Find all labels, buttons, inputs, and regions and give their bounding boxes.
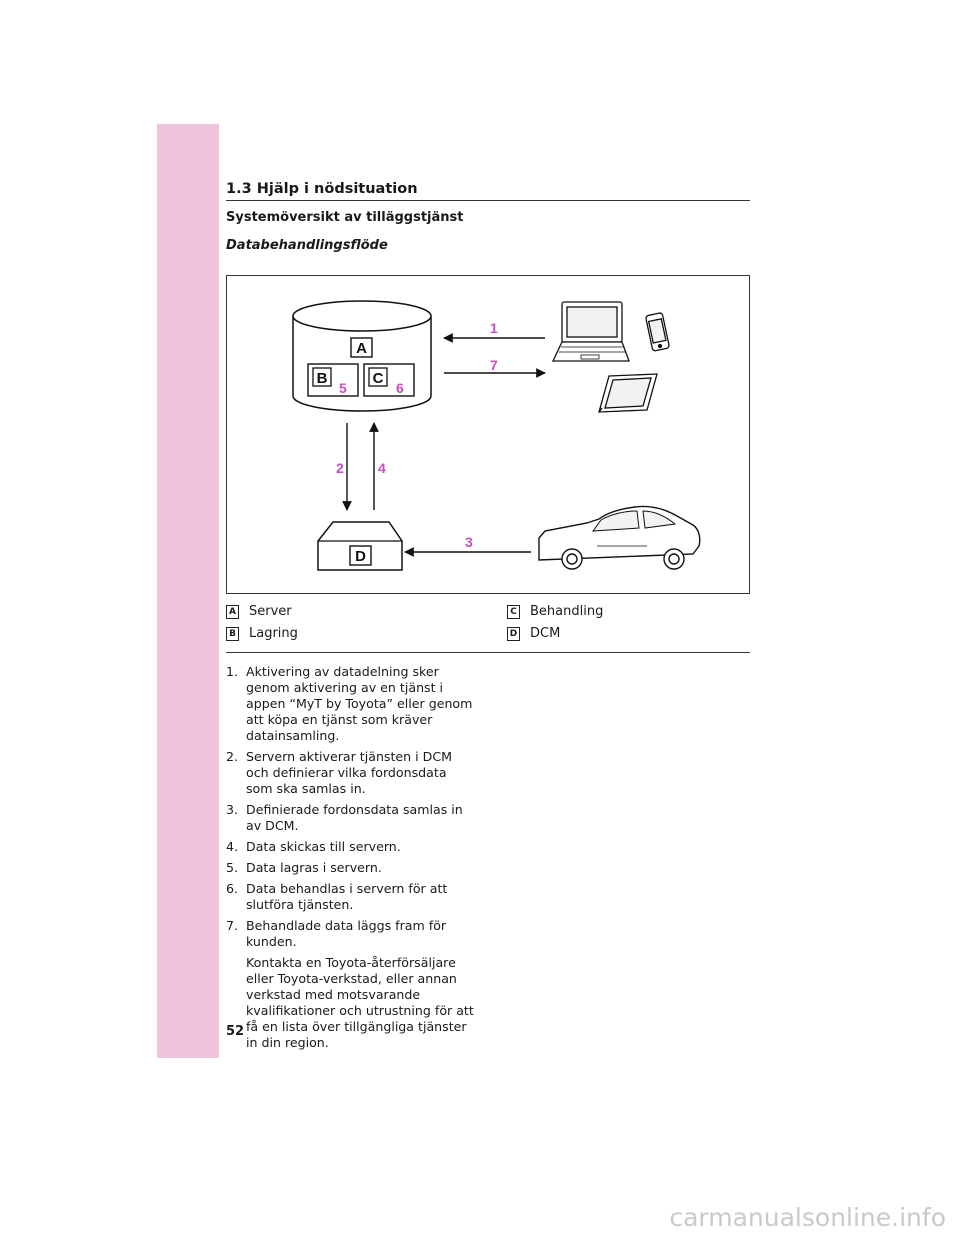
legend-label-processing: Behandling: [530, 604, 604, 619]
step-list: 1. Aktivering av datadelning sker genom a…: [226, 664, 476, 1051]
step-text: Definierade fordonsdata samlas in av DCM…: [246, 802, 463, 833]
step-marker-2: 2: [336, 460, 344, 476]
step-number: 3.: [226, 802, 239, 817]
legend-item-dcm: D DCM: [507, 626, 560, 641]
list-item: 6. Data behandlas i servern för att slutf…: [226, 881, 476, 913]
step-text: Data lagras i servern.: [246, 860, 382, 875]
box-c-processing: C: [363, 363, 415, 397]
legend-key-b: B: [226, 626, 239, 641]
step-text: Data behandlas i servern för att slutför…: [246, 881, 448, 912]
step-marker-6: 6: [396, 380, 404, 396]
page-number: 52: [226, 1024, 245, 1039]
car-icon: [538, 505, 701, 570]
tablet-icon: [598, 373, 658, 413]
step-marker-5: 5: [339, 380, 347, 396]
diagram-svg: A B C 1 7 5 6 2 4 3: [292, 300, 701, 571]
legend-item-processing: C Behandling: [507, 604, 603, 619]
label-d: D: [355, 548, 366, 565]
legend-key-a: A: [226, 604, 239, 619]
step-number: 4.: [226, 839, 239, 854]
step-text: Aktivering av datadelning sker genom akt…: [246, 664, 473, 743]
data-flow-diagram: A B C 1 7 5 6 2 4 3: [226, 275, 750, 594]
legend-label-dcm: DCM: [530, 626, 561, 641]
step-marker-4: 4: [378, 460, 386, 476]
step-text: Data skickas till servern.: [246, 839, 401, 854]
dcm-unit: D: [317, 521, 403, 571]
legend-item-server: A Server: [226, 604, 292, 619]
list-item: 7. Behandlade data läggs fram för kunden.: [226, 918, 476, 950]
box-a: A: [350, 337, 373, 358]
section-title: 1.3 Hjälp i nödsituation: [226, 181, 418, 197]
laptop-icon: [551, 301, 630, 362]
list-item: 4. Data skickas till servern.: [226, 839, 476, 855]
step-number: 6.: [226, 881, 239, 896]
step-marker-3: 3: [465, 534, 473, 550]
section-header: 1.3 Hjälp i nödsituation: [226, 178, 750, 201]
watermark: carmanualsonline.info: [669, 1203, 946, 1232]
divider: [226, 652, 750, 653]
list-item: 5. Data lagras i servern.: [226, 860, 476, 876]
legend-key-c: C: [507, 604, 520, 619]
step-marker-1: 1: [490, 320, 498, 336]
legend-label-server: Server: [249, 604, 292, 619]
step-number: 7.: [226, 918, 239, 933]
step-marker-7: 7: [490, 357, 498, 373]
dealer-note: Kontakta en Toyota-återförsäljare eller …: [246, 955, 474, 1050]
list-item: 3. Definierade fordonsdata samlas in av D…: [226, 802, 476, 834]
legend-item-storage: B Lagring: [226, 626, 298, 641]
label-c: C: [373, 370, 384, 387]
subheading: Systemöversikt av tilläggstjänst: [226, 210, 464, 225]
flow-heading: Databehandlingsflöde: [226, 238, 388, 253]
box-b-storage: B: [307, 363, 359, 397]
step-number: 5.: [226, 860, 239, 875]
step-text: Behandlade data läggs fram för kunden.: [246, 918, 447, 949]
step-text: Servern aktiverar tjänsten i DCM och def…: [246, 749, 453, 796]
smartphone-icon: [645, 312, 670, 352]
label-a: A: [356, 340, 367, 357]
step-number: 2.: [226, 749, 239, 764]
list-item: 2. Servern aktiverar tjänsten i DCM och d…: [226, 749, 476, 797]
step-number: 1.: [226, 664, 239, 679]
legend-key-d: D: [507, 626, 520, 641]
label-b: B: [317, 370, 328, 387]
side-tab: [157, 124, 219, 1058]
legend-label-storage: Lagring: [249, 626, 298, 641]
list-item: 1. Aktivering av datadelning sker genom a…: [226, 664, 476, 744]
